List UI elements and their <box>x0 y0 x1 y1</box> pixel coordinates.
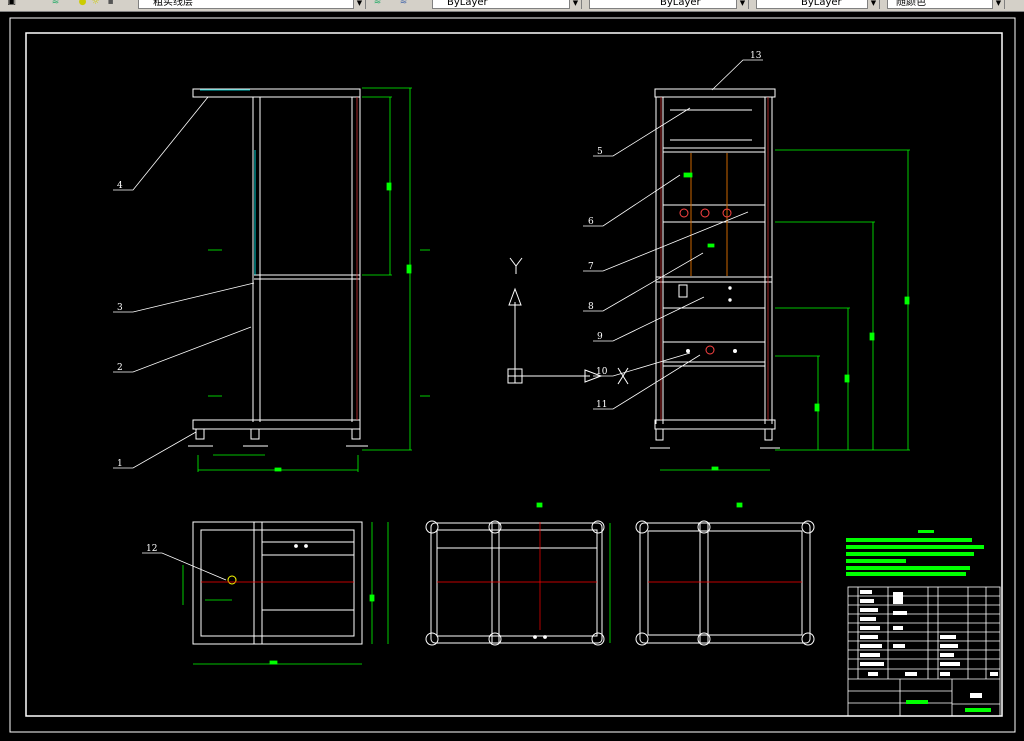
front-view-dimensions <box>197 87 430 472</box>
part-label-9: 9 <box>597 332 603 342</box>
layers-icon[interactable]: ≋ <box>51 0 60 7</box>
layer-name: 粗实线层 <box>153 0 193 8</box>
plan-view-left[interactable] <box>192 521 363 645</box>
make-current-layer-icon[interactable]: ≋ <box>373 0 382 7</box>
chevron-down-icon[interactable]: ▼ <box>736 0 748 9</box>
leader-lines <box>113 59 763 581</box>
part-label-1: 1 <box>117 459 123 469</box>
plan-view-middle[interactable] <box>425 520 605 646</box>
ucs-icon <box>507 257 629 385</box>
linetype-value: ByLayer <box>447 0 488 8</box>
toolbar: ▣ ≋ ● ☼ ▪ 粗实线层 ▼ ≋ ≋ ByLayer ▼ ByLayer ▼… <box>0 0 1024 12</box>
chevron-down-icon[interactable]: ▼ <box>867 0 879 9</box>
technical-notes <box>846 530 984 576</box>
plan-view-right[interactable] <box>635 520 815 646</box>
sun-icon[interactable]: ☼ <box>91 0 100 7</box>
linetype-select[interactable]: ByLayer ▼ <box>432 0 582 9</box>
part-label-10: 10 <box>596 367 608 377</box>
part-label-5: 5 <box>597 147 603 157</box>
sheet-outer-border <box>9 17 1016 733</box>
part-label-6: 6 <box>588 217 594 227</box>
part-label-2: 2 <box>117 363 123 373</box>
plan-view-right-dimensions <box>736 502 743 508</box>
title-block-text <box>860 590 998 712</box>
color-select[interactable]: 随颜色 ▼ <box>887 0 1005 9</box>
part-label-12: 12 <box>146 544 157 554</box>
window-icon[interactable]: ▣ <box>7 0 16 7</box>
part-label-11: 11 <box>596 400 607 410</box>
part-label-4: 4 <box>117 181 123 191</box>
plan-view-middle-dimensions <box>536 502 611 643</box>
layer-previous-icon[interactable]: ≋ <box>399 0 408 7</box>
lineweight-select[interactable]: ByLayer ▼ <box>589 0 749 9</box>
part-label-13: 13 <box>750 51 762 61</box>
layer-select[interactable]: 粗实线层 ▼ <box>138 0 366 9</box>
part-label-7: 7 <box>588 262 594 272</box>
lineweight-value: ByLayer <box>660 0 701 8</box>
sheet-inner-border <box>25 32 1003 717</box>
lightbulb-icon[interactable]: ● <box>78 0 87 7</box>
front-view[interactable] <box>188 88 368 447</box>
plan-view-left-dimensions <box>182 522 389 665</box>
drawing-canvas[interactable]: 4 3 2 1 5 6 7 8 9 10 11 12 13 <box>0 12 1024 741</box>
plotstyle-select[interactable]: ByLayer ▼ <box>756 0 880 9</box>
lock-icon[interactable]: ▪ <box>107 0 114 7</box>
chevron-down-icon[interactable]: ▼ <box>353 0 365 9</box>
title-block[interactable] <box>847 586 1001 717</box>
plotstyle-value: ByLayer <box>801 0 842 8</box>
part-label-3: 3 <box>117 303 123 313</box>
part-label-8: 8 <box>588 302 594 312</box>
part-labels: 4 3 2 1 5 6 7 8 9 10 11 12 13 <box>117 51 762 554</box>
side-view[interactable] <box>650 88 780 449</box>
chevron-down-icon[interactable]: ▼ <box>992 0 1004 9</box>
color-value: 随颜色 <box>896 0 926 8</box>
side-view-dimensions <box>660 149 910 471</box>
chevron-down-icon[interactable]: ▼ <box>569 0 581 9</box>
